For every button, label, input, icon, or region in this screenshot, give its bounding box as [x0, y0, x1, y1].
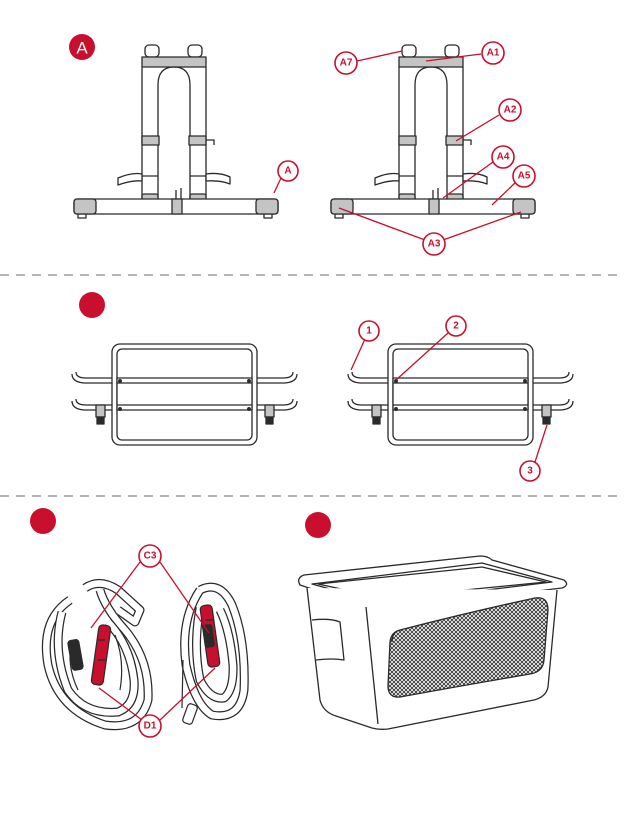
section-b-badge — [79, 292, 105, 318]
callout-3: 3 — [520, 461, 540, 481]
callout-a4-text: A4 — [497, 152, 510, 163]
callout-a1-text: A1 — [487, 48, 500, 59]
section-a-badge-text: A — [76, 39, 88, 58]
callout-2: 2 — [446, 316, 466, 336]
rack-left — [72, 344, 297, 445]
callout-2-text: 2 — [453, 321, 459, 332]
callout-a7: A7 — [335, 52, 357, 74]
section-a-badge: A — [69, 34, 95, 60]
callout-a3: A3 — [423, 233, 445, 255]
callout-a-text: A — [284, 166, 291, 177]
callout-a1: A1 — [482, 42, 504, 64]
callout-d1: D1 — [139, 715, 161, 737]
bassinet — [299, 556, 567, 729]
callout-a2: A2 — [499, 99, 521, 121]
section-c-badge — [30, 508, 56, 534]
callout-1-text: 1 — [366, 326, 372, 337]
section-c: C3 D1 — [30, 508, 244, 737]
callout-a: A — [278, 161, 298, 181]
callout-3-text: 3 — [527, 466, 533, 477]
callout-a3-text: A3 — [428, 239, 441, 250]
callout-a5-text: A5 — [518, 171, 531, 182]
callout-a5: A5 — [513, 165, 535, 187]
strap-left — [46, 583, 148, 725]
frame-right — [331, 45, 535, 218]
callout-c3: C3 — [139, 545, 161, 567]
frame-left — [74, 45, 278, 218]
callout-d1-text: D1 — [144, 721, 157, 732]
callout-a2-text: A2 — [504, 105, 517, 116]
section-d-badge — [305, 512, 331, 538]
rack-right — [348, 344, 573, 445]
section-b: 1 2 3 — [72, 292, 573, 481]
callout-c3-text: C3 — [144, 551, 157, 562]
callout-a4: A4 — [492, 146, 514, 168]
callout-1: 1 — [359, 321, 379, 341]
section-a: A — [69, 34, 535, 255]
callout-a7-text: A7 — [340, 58, 353, 69]
section-d — [299, 512, 567, 729]
